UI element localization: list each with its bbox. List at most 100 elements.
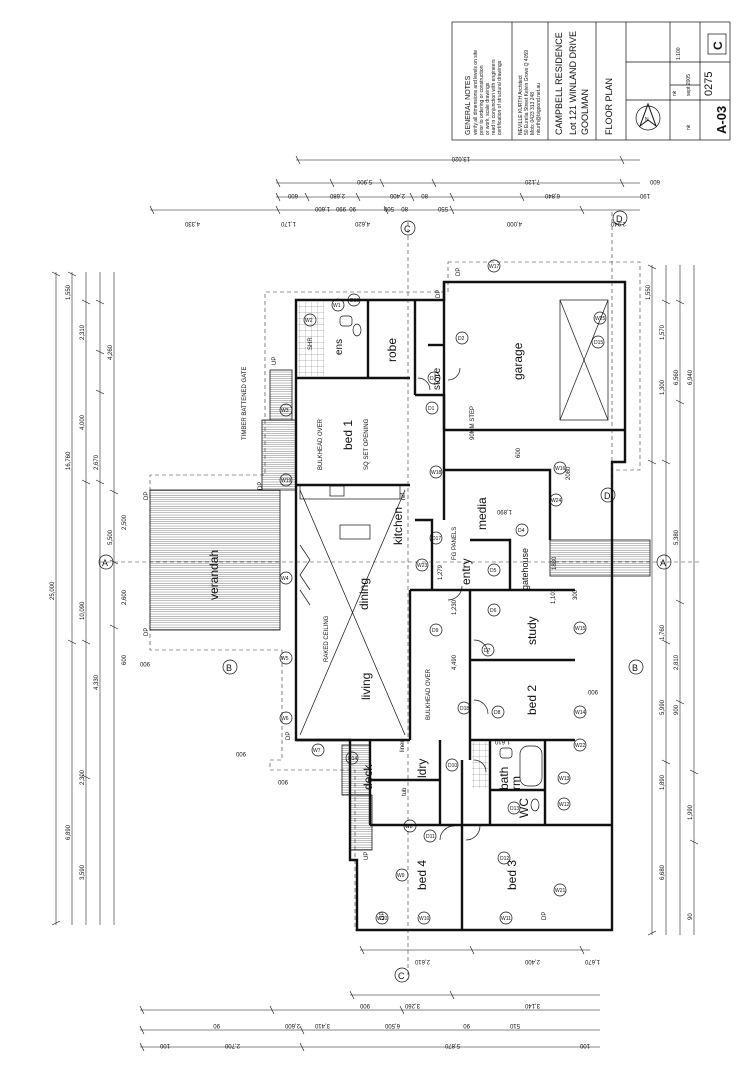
dim-label: 1,990 bbox=[688, 804, 694, 820]
svg-text:D14: D14 bbox=[348, 756, 357, 762]
dim-label: 900 bbox=[587, 688, 598, 694]
basin-icon bbox=[499, 747, 513, 759]
room-label-gatehouse: gatehouse bbox=[520, 548, 530, 590]
toilet-icon bbox=[530, 798, 540, 812]
verandah-deck bbox=[149, 369, 297, 631]
note-dp: DP bbox=[258, 482, 264, 490]
side-deck bbox=[261, 419, 297, 491]
room-label-entry: entry bbox=[459, 558, 473, 585]
dim-label: 10,090 bbox=[80, 601, 86, 620]
dim-label: 3,140 bbox=[524, 1002, 540, 1008]
svg-text:D6: D6 bbox=[490, 608, 497, 614]
svg-text:W22: W22 bbox=[575, 743, 586, 749]
svg-text:D12: D12 bbox=[500, 856, 509, 862]
dim-label: 2,400 bbox=[389, 192, 405, 198]
dim-label: 4,490 bbox=[452, 654, 458, 670]
toilet-icon bbox=[352, 323, 362, 337]
dim-label: 600 bbox=[122, 654, 128, 665]
svg-text:D: D bbox=[604, 491, 611, 501]
dim-label: 100 bbox=[579, 1042, 590, 1048]
window-tag: W7 bbox=[311, 743, 325, 757]
svg-text:W25: W25 bbox=[595, 316, 606, 322]
dim-label: 6,560 bbox=[674, 369, 680, 385]
window-tag: W14 bbox=[573, 705, 587, 719]
dim-label: 2,400 bbox=[524, 958, 540, 964]
dim-label: 4,260 bbox=[108, 344, 114, 360]
svg-text:D7: D7 bbox=[484, 648, 491, 654]
door-tag: D5 bbox=[487, 563, 501, 577]
dim-label: 6,840 bbox=[544, 192, 560, 198]
note-dp: DP bbox=[144, 492, 150, 500]
door-tag: D18 bbox=[457, 701, 471, 715]
svg-text:W13: W13 bbox=[559, 776, 570, 782]
room-label-ldry: ldry bbox=[415, 759, 429, 778]
room-label-robe: robe bbox=[385, 338, 399, 362]
cooktop-icon bbox=[329, 485, 345, 497]
dim-label: 600 bbox=[287, 192, 298, 198]
svg-text:W3: W3 bbox=[281, 408, 289, 414]
room-label-deck: deck bbox=[361, 764, 375, 790]
svg-text:N: N bbox=[645, 117, 649, 123]
window-tag: W2 bbox=[303, 313, 317, 327]
svg-text:W21: W21 bbox=[555, 888, 566, 894]
entry-steps bbox=[269, 369, 293, 421]
architect-name: NEVILLE KURTH Architect bbox=[518, 75, 524, 135]
dim-label: 6,680 bbox=[660, 864, 666, 880]
architect-address: 50 Eurelia Street Kelvin Grove Q 4059 bbox=[524, 50, 530, 135]
project-name: CAMPBELL RESIDENCE bbox=[554, 32, 564, 135]
door-tag: D8 bbox=[491, 705, 505, 719]
svg-text:D15: D15 bbox=[594, 340, 603, 346]
dim-label: 1,610 bbox=[494, 738, 510, 744]
section-marker-b: B B bbox=[222, 659, 644, 675]
dim-label: 990 bbox=[335, 205, 346, 211]
dim-label: 5,870 bbox=[444, 1042, 460, 1048]
dim-label: 4,330 bbox=[184, 220, 200, 226]
project-suburb: GOOLMAN bbox=[580, 89, 590, 135]
door-tag: D2 bbox=[455, 331, 469, 345]
window-tag: W3 bbox=[279, 403, 293, 417]
dim-label: 1,670 bbox=[584, 958, 600, 964]
window-tag: W9 bbox=[395, 868, 409, 882]
window-tag: W8 bbox=[403, 819, 417, 833]
room-label-media: media bbox=[475, 497, 489, 530]
window-tag: W6 bbox=[279, 711, 293, 725]
section-marker-c: C C bbox=[394, 220, 416, 983]
window-tag: W5 bbox=[279, 651, 293, 665]
svg-text:W15: W15 bbox=[575, 626, 586, 632]
dim-label: 1,600 bbox=[314, 205, 330, 211]
dim-label: 90 bbox=[463, 1022, 470, 1028]
svg-text:D8: D8 bbox=[494, 710, 501, 716]
dim-label: 5,500 bbox=[108, 529, 114, 545]
window-tag: W10 bbox=[417, 911, 431, 925]
door-tags: D1 D2 D3 D4 D5 D6 D7 D8 D9 D10 D11 D12 D… bbox=[345, 293, 605, 865]
svg-text:W2: W2 bbox=[305, 318, 313, 324]
room-label-rm: rm bbox=[509, 776, 523, 790]
svg-text:C: C bbox=[404, 224, 411, 234]
door-swings bbox=[299, 367, 489, 841]
window-tag: W4 bbox=[279, 571, 293, 585]
external-walls bbox=[294, 280, 627, 932]
note-dp: DP bbox=[456, 268, 462, 276]
note-shr: SHR bbox=[308, 337, 314, 350]
dim-label: 1,300 bbox=[660, 379, 666, 395]
svg-text:W5: W5 bbox=[281, 656, 289, 662]
room-label-study: study bbox=[525, 616, 539, 645]
dim-label: 1880 bbox=[552, 556, 558, 570]
note-tub: tub bbox=[402, 787, 408, 796]
dim-label: 2,310 bbox=[80, 324, 86, 340]
dim-label: 900 bbox=[139, 660, 150, 666]
dim-label: 1,101 bbox=[551, 588, 557, 604]
note-step: 90MM STEP bbox=[470, 406, 476, 440]
room-label-dining: dining bbox=[357, 578, 371, 610]
dim-label: 900 bbox=[674, 704, 680, 715]
svg-text:D11: D11 bbox=[426, 834, 435, 840]
sheet-number: A-03 bbox=[714, 106, 729, 134]
note-dp: DP bbox=[286, 732, 292, 740]
note-raked-ceiling: RAKED CEILING bbox=[324, 615, 330, 662]
note-line: read in conjunction with engineers bbox=[491, 59, 497, 135]
dim-label: 25,000 bbox=[50, 581, 56, 600]
svg-text:W19: W19 bbox=[281, 478, 292, 484]
note-up: UP bbox=[364, 852, 370, 860]
